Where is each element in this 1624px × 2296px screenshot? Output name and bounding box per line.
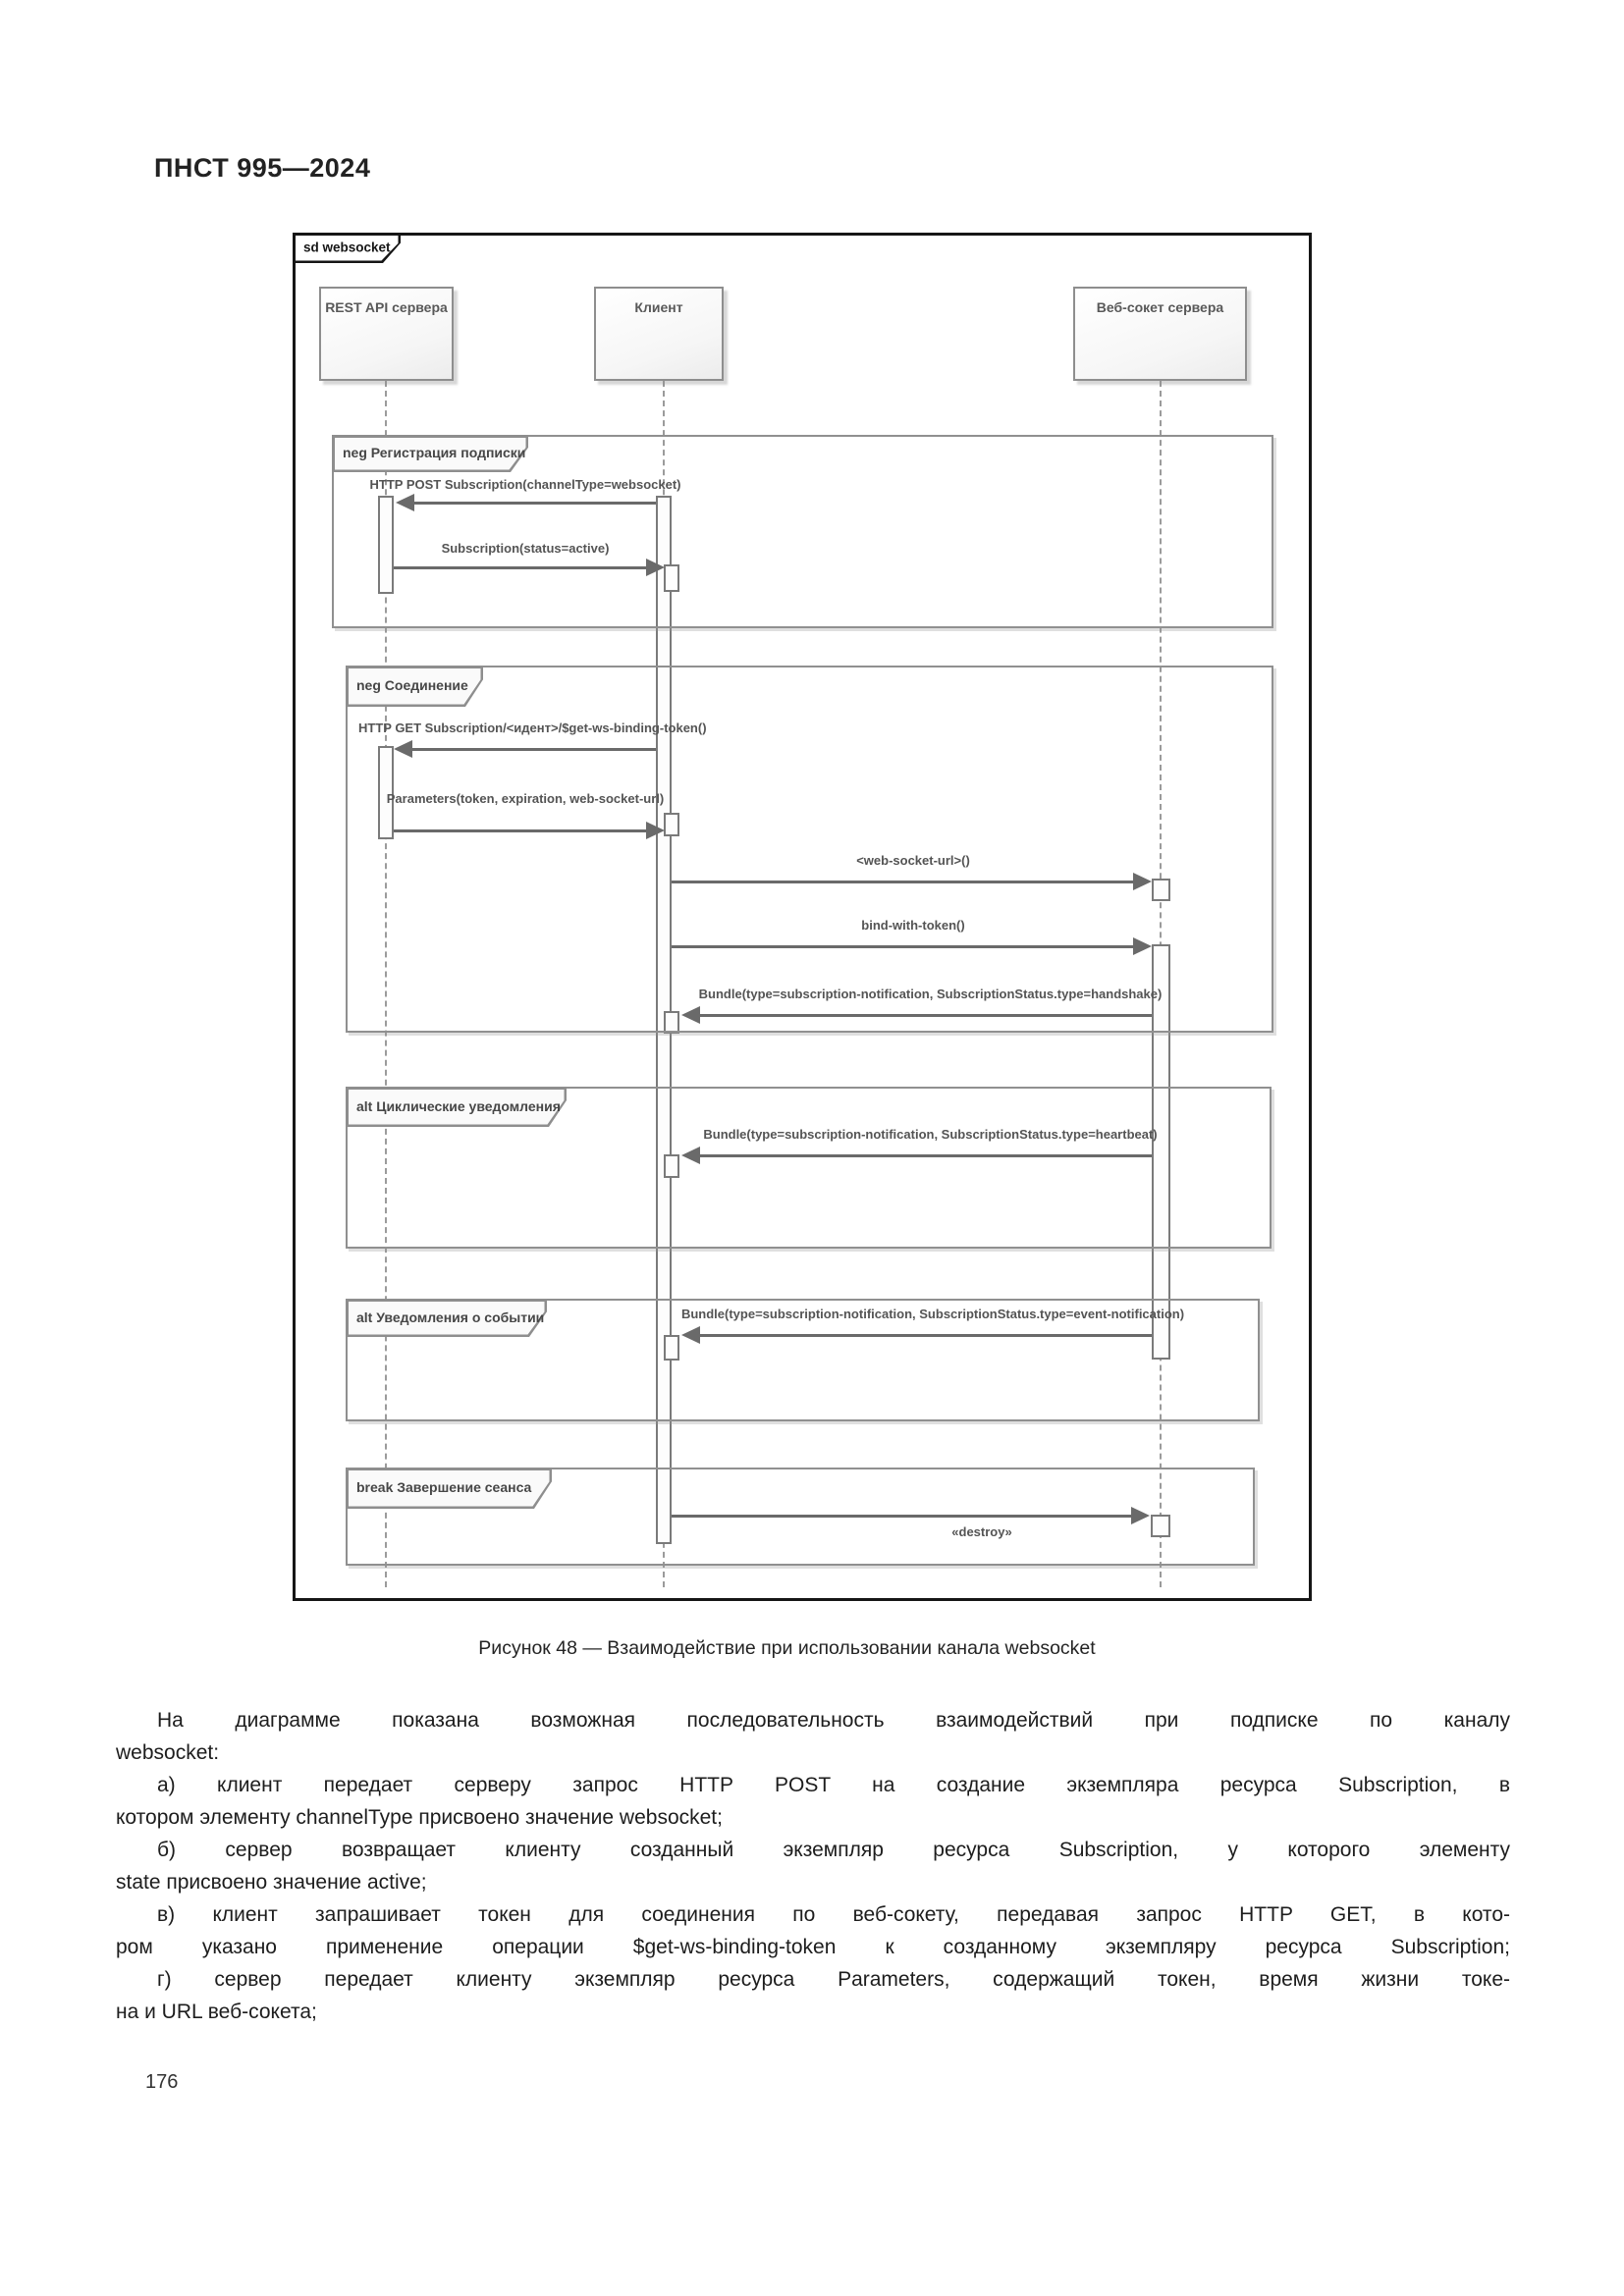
lifeline-head-label: Клиент bbox=[634, 299, 683, 315]
arrowhead-right-icon bbox=[1131, 1507, 1150, 1524]
message-label: Bundle(type=subscription-notification, S… bbox=[680, 1307, 1185, 1321]
message-label: Bundle(type=subscription-notification, S… bbox=[698, 987, 1163, 1001]
arrowhead-right-icon bbox=[1133, 873, 1152, 890]
paragraph-line: websocket: bbox=[116, 1741, 220, 1764]
body-text: На диаграмме показана возможная последов… bbox=[116, 1704, 1510, 2028]
fragment-label-fill bbox=[349, 1470, 550, 1507]
paragraph-line: б) сервер возвращает клиенту созданный э… bbox=[157, 1839, 1510, 1861]
message-line bbox=[700, 1154, 1152, 1157]
message-line bbox=[394, 829, 646, 832]
fragment-break-session-end-label: break Завершение сеанса bbox=[346, 1468, 552, 1509]
message-line bbox=[672, 945, 1133, 948]
message-label: Subscription(status=active) bbox=[441, 541, 610, 556]
fragment-label-text: neg Регистрация подписки bbox=[343, 445, 526, 461]
arrowhead-right-icon bbox=[1133, 937, 1152, 955]
activation-client-nested-2 bbox=[664, 813, 679, 836]
message-line bbox=[672, 881, 1133, 883]
message-label: <web-socket-url>() bbox=[856, 853, 970, 868]
activation-client-nested-4 bbox=[664, 1154, 679, 1178]
activation-rest-2 bbox=[378, 746, 394, 839]
fragment-label-fill bbox=[349, 1302, 545, 1335]
message-line bbox=[700, 1334, 1152, 1337]
message-label: «destroy» bbox=[951, 1524, 1012, 1539]
arrowhead-left-icon bbox=[681, 1326, 700, 1344]
lifeline-head-label: REST API сервера bbox=[325, 299, 448, 315]
arrowhead-right-icon bbox=[646, 559, 665, 576]
fragment-label-fill bbox=[349, 1090, 565, 1125]
diagram-frame bbox=[293, 233, 1312, 1601]
message-line bbox=[672, 1515, 1131, 1518]
fragment-alt-event-label: alt Уведомления о событии bbox=[346, 1299, 547, 1337]
message-label: Bundle(type=subscription-notification, S… bbox=[703, 1127, 1158, 1142]
message-line bbox=[700, 1014, 1152, 1017]
paragraph-line: котором элементу channelType присвоено з… bbox=[116, 1806, 723, 1829]
frame-label-text: sd websocket bbox=[303, 240, 391, 255]
paragraph-line: в) клиент запрашивает токен для соединен… bbox=[157, 1903, 1510, 1926]
frame-label-fill bbox=[296, 236, 399, 261]
arrowhead-left-icon bbox=[394, 740, 412, 758]
arrowhead-left-icon bbox=[681, 1006, 700, 1024]
fragment-break-session-end bbox=[346, 1468, 1255, 1566]
fragment-label-text: alt Уведомления о событии bbox=[356, 1308, 545, 1325]
activation-rest-1 bbox=[378, 496, 394, 594]
lifeline-rest-api bbox=[385, 381, 387, 1587]
activation-websocket-destroy bbox=[1151, 1515, 1170, 1537]
activation-client-nested-1 bbox=[664, 564, 679, 592]
message-line bbox=[394, 566, 646, 569]
paragraph-line: г) сервер передает клиенту экземпляр рес… bbox=[157, 1968, 1510, 1991]
lifeline-head-client: Клиент bbox=[594, 287, 724, 381]
fragment-label-text: break Завершение сеанса bbox=[356, 1479, 532, 1496]
fragment-neg-connection-label: neg Соединение bbox=[346, 666, 483, 707]
fragment-label-text: alt Циклические уведомления bbox=[356, 1097, 561, 1114]
page-header: ПНСТ 995—2024 bbox=[154, 153, 371, 183]
fragment-alt-heartbeat-label: alt Циклические уведомления bbox=[346, 1087, 567, 1127]
activation-websocket-2 bbox=[1152, 944, 1170, 1360]
message-label: HTTP POST Subscription(channelType=webso… bbox=[369, 477, 681, 492]
message-label: Parameters(token, expiration, web-socket… bbox=[386, 791, 665, 806]
activation-websocket-1 bbox=[1152, 879, 1170, 901]
fragment-alt-event bbox=[346, 1299, 1260, 1421]
arrowhead-left-icon bbox=[681, 1147, 700, 1164]
message-label: bind-with-token() bbox=[861, 918, 965, 933]
diagram-frame-label: sd websocket bbox=[293, 233, 401, 263]
fragment-label-text: neg Соединение bbox=[356, 677, 468, 694]
paragraph-line: на и URL веб-сокета; bbox=[116, 2001, 317, 2023]
fragment-neg-connection bbox=[346, 666, 1273, 1033]
arrowhead-left-icon bbox=[396, 494, 414, 511]
page-number: 176 bbox=[145, 2071, 179, 2093]
paragraph-line: а) клиент передает серверу запрос HTTP P… bbox=[157, 1774, 1510, 1796]
lifeline-head-label: Веб-сокет сервера bbox=[1096, 299, 1224, 315]
message-line bbox=[413, 502, 656, 505]
fragment-alt-heartbeat bbox=[346, 1087, 1272, 1249]
fragment-neg-registration-label: neg Регистрация подписки bbox=[332, 435, 528, 472]
paragraph-line: state присвоено значение active; bbox=[116, 1871, 427, 1894]
paragraph-line: ром указано применение операции $get-ws-… bbox=[116, 1936, 1510, 1958]
lifeline-head-rest-api: REST API сервера bbox=[319, 287, 454, 381]
fragment-neg-registration bbox=[332, 435, 1273, 628]
fragment-label-fill bbox=[335, 438, 526, 470]
fragment-label-fill bbox=[349, 668, 481, 705]
arrowhead-right-icon bbox=[646, 822, 665, 839]
message-label: HTTP GET Subscription/<идент>/$get-ws-bi… bbox=[358, 721, 707, 735]
figure-caption: Рисунок 48 — Взаимодействие при использо… bbox=[478, 1637, 1096, 1659]
paragraph-line: На диаграмме показана возможная последов… bbox=[157, 1709, 1510, 1732]
message-line bbox=[412, 748, 656, 751]
activation-client-nested-3 bbox=[664, 1011, 679, 1034]
activation-client-nested-5 bbox=[664, 1335, 679, 1361]
lifeline-head-websocket: Веб-сокет сервера bbox=[1073, 287, 1247, 381]
